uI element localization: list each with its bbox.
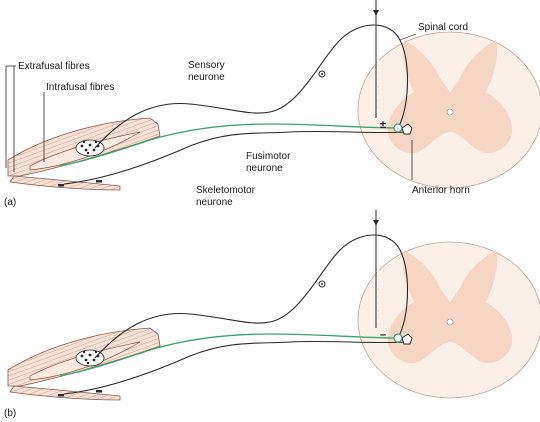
- central-canal: [446, 108, 454, 116]
- muscle-lower: [9, 175, 121, 191]
- spinal-cord-a: [357, 31, 540, 189]
- anterior-horn-label: Anterior horn: [412, 185, 470, 196]
- sensory-label-line1: Sensory: [188, 60, 225, 71]
- skeletomotor-label-line2: neurone: [196, 197, 233, 208]
- grey-matter: [387, 40, 513, 154]
- skeletomotor-neurone-a: [63, 130, 409, 185]
- sensory-neurone-b: [94, 234, 409, 359]
- muscle-lower: [9, 385, 121, 401]
- gamma-motor-cell: [393, 123, 403, 133]
- panel-a: ±: [5, 0, 540, 191]
- descending-input-b: [373, 210, 379, 328]
- fusimotor-neurone-a: [59, 123, 401, 167]
- extrafusal-label: Extrafusal fibres: [18, 61, 90, 72]
- spindle-nuclei: [75, 349, 105, 367]
- excitation-symbol: ±: [380, 119, 386, 131]
- alpha-motor-cell: [401, 123, 413, 135]
- alpha-motor-cell: [401, 333, 413, 345]
- spindle-nuclei: [75, 139, 105, 157]
- spinal-cord-label: Spinal cord: [418, 22, 468, 33]
- descending-input-a: [373, 0, 379, 118]
- fusimotor-label-line1: Fusimotor: [246, 151, 291, 162]
- skeletomotor-neurone-b: [63, 340, 409, 395]
- motor-endplate: [96, 390, 102, 393]
- motor-endplate: [96, 180, 102, 183]
- intrafusal-label: Intrafusal fibres: [46, 82, 114, 93]
- panel-a-label: (a): [4, 197, 16, 208]
- spinal-cord-b: [357, 241, 540, 399]
- panel-b-label: (b): [4, 408, 16, 419]
- muscle-b: [7, 327, 161, 401]
- gamma-motor-cell: [393, 333, 403, 343]
- sensory-neurone-a: [94, 24, 409, 149]
- sensory-label-line2: neurone: [188, 72, 225, 83]
- motor-endplate: [58, 184, 64, 187]
- inhibition-symbol: –: [380, 329, 386, 341]
- motor-endplate: [58, 394, 64, 397]
- muscle-a: [7, 117, 161, 191]
- grey-matter: [387, 250, 513, 364]
- central-canal: [446, 318, 454, 326]
- panel-b: –: [7, 210, 540, 401]
- fusimotor-label-line2: neurone: [246, 163, 283, 174]
- skeletomotor-label-line1: Skeletomotor: [196, 185, 256, 196]
- fusimotor-neurone-b: [59, 333, 401, 377]
